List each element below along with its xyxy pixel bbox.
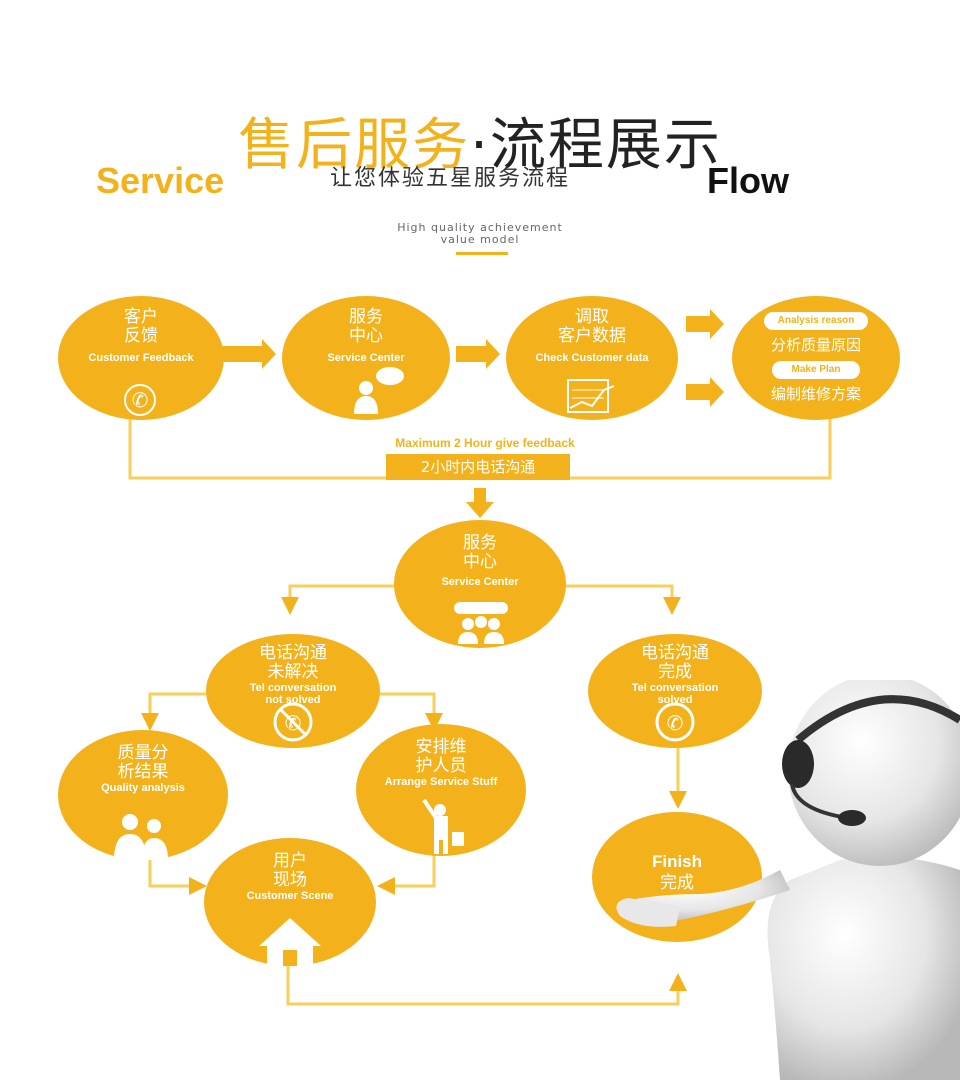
feedback-note-cn: 2小时内电话沟通 [386, 454, 570, 480]
worker-icon [422, 798, 464, 854]
node-customer-scene: 用户 现场 Customer Scene [204, 838, 376, 966]
service-word: Service [96, 160, 225, 201]
house-icon [259, 918, 321, 966]
arrow-right [222, 339, 276, 369]
arrow-down [466, 488, 494, 518]
phone-cross-icon: ✆ [273, 702, 313, 742]
node-tel-not-solved: 电话沟通 未解决 Tel conversation not solved ✆ [206, 634, 380, 748]
tagline-underline [456, 252, 508, 255]
analysis-reason-pill: Analysis reason [764, 312, 868, 330]
flow-word: Flow [707, 160, 789, 201]
team-icon [454, 602, 508, 644]
people-icon [114, 814, 168, 860]
page-title: 售后服务·流程展示 [238, 113, 722, 178]
3d-person-headset [616, 680, 960, 1080]
node-service-center: 服务 中心 Service Center [394, 520, 566, 648]
chart-icon [567, 379, 615, 413]
arrow-right [686, 309, 724, 339]
person-speech-icon [354, 367, 404, 414]
node-analysis-plan: Analysis reason 分析质量原因 Make Plan 编制维修方案 [732, 296, 900, 420]
node-quality-analysis: 质量分 析结果 Quality analysis [58, 730, 228, 860]
node-tel-solved: 电话沟通 完成 Tel conversation solved ✆ [588, 634, 762, 748]
node-customer-feedback: 客户 反馈 Customer Feedback ✆ [58, 296, 224, 420]
feedback-note-en: Maximum 2 Hour give feedback [395, 436, 575, 450]
phone-icon: ✆ [655, 702, 695, 742]
svg-text:✆: ✆ [667, 711, 684, 735]
node-check-customer-data: 调取 客户数据 Check Customer data [506, 296, 678, 420]
subtitle: 让您体验五星服务流程 [330, 166, 571, 191]
node-service-center-top: 服务 中心 Service Center [282, 296, 450, 420]
node-arrange-service: 安排维 护人员 Arrange Service Stuff [356, 724, 526, 856]
make-plan-pill: Make Plan [772, 361, 860, 379]
phone-icon: ✆ [124, 384, 156, 416]
arrow-right [456, 339, 500, 369]
svg-text:✆: ✆ [285, 711, 302, 735]
arrow-right [686, 377, 724, 407]
svg-text:✆: ✆ [132, 388, 149, 412]
